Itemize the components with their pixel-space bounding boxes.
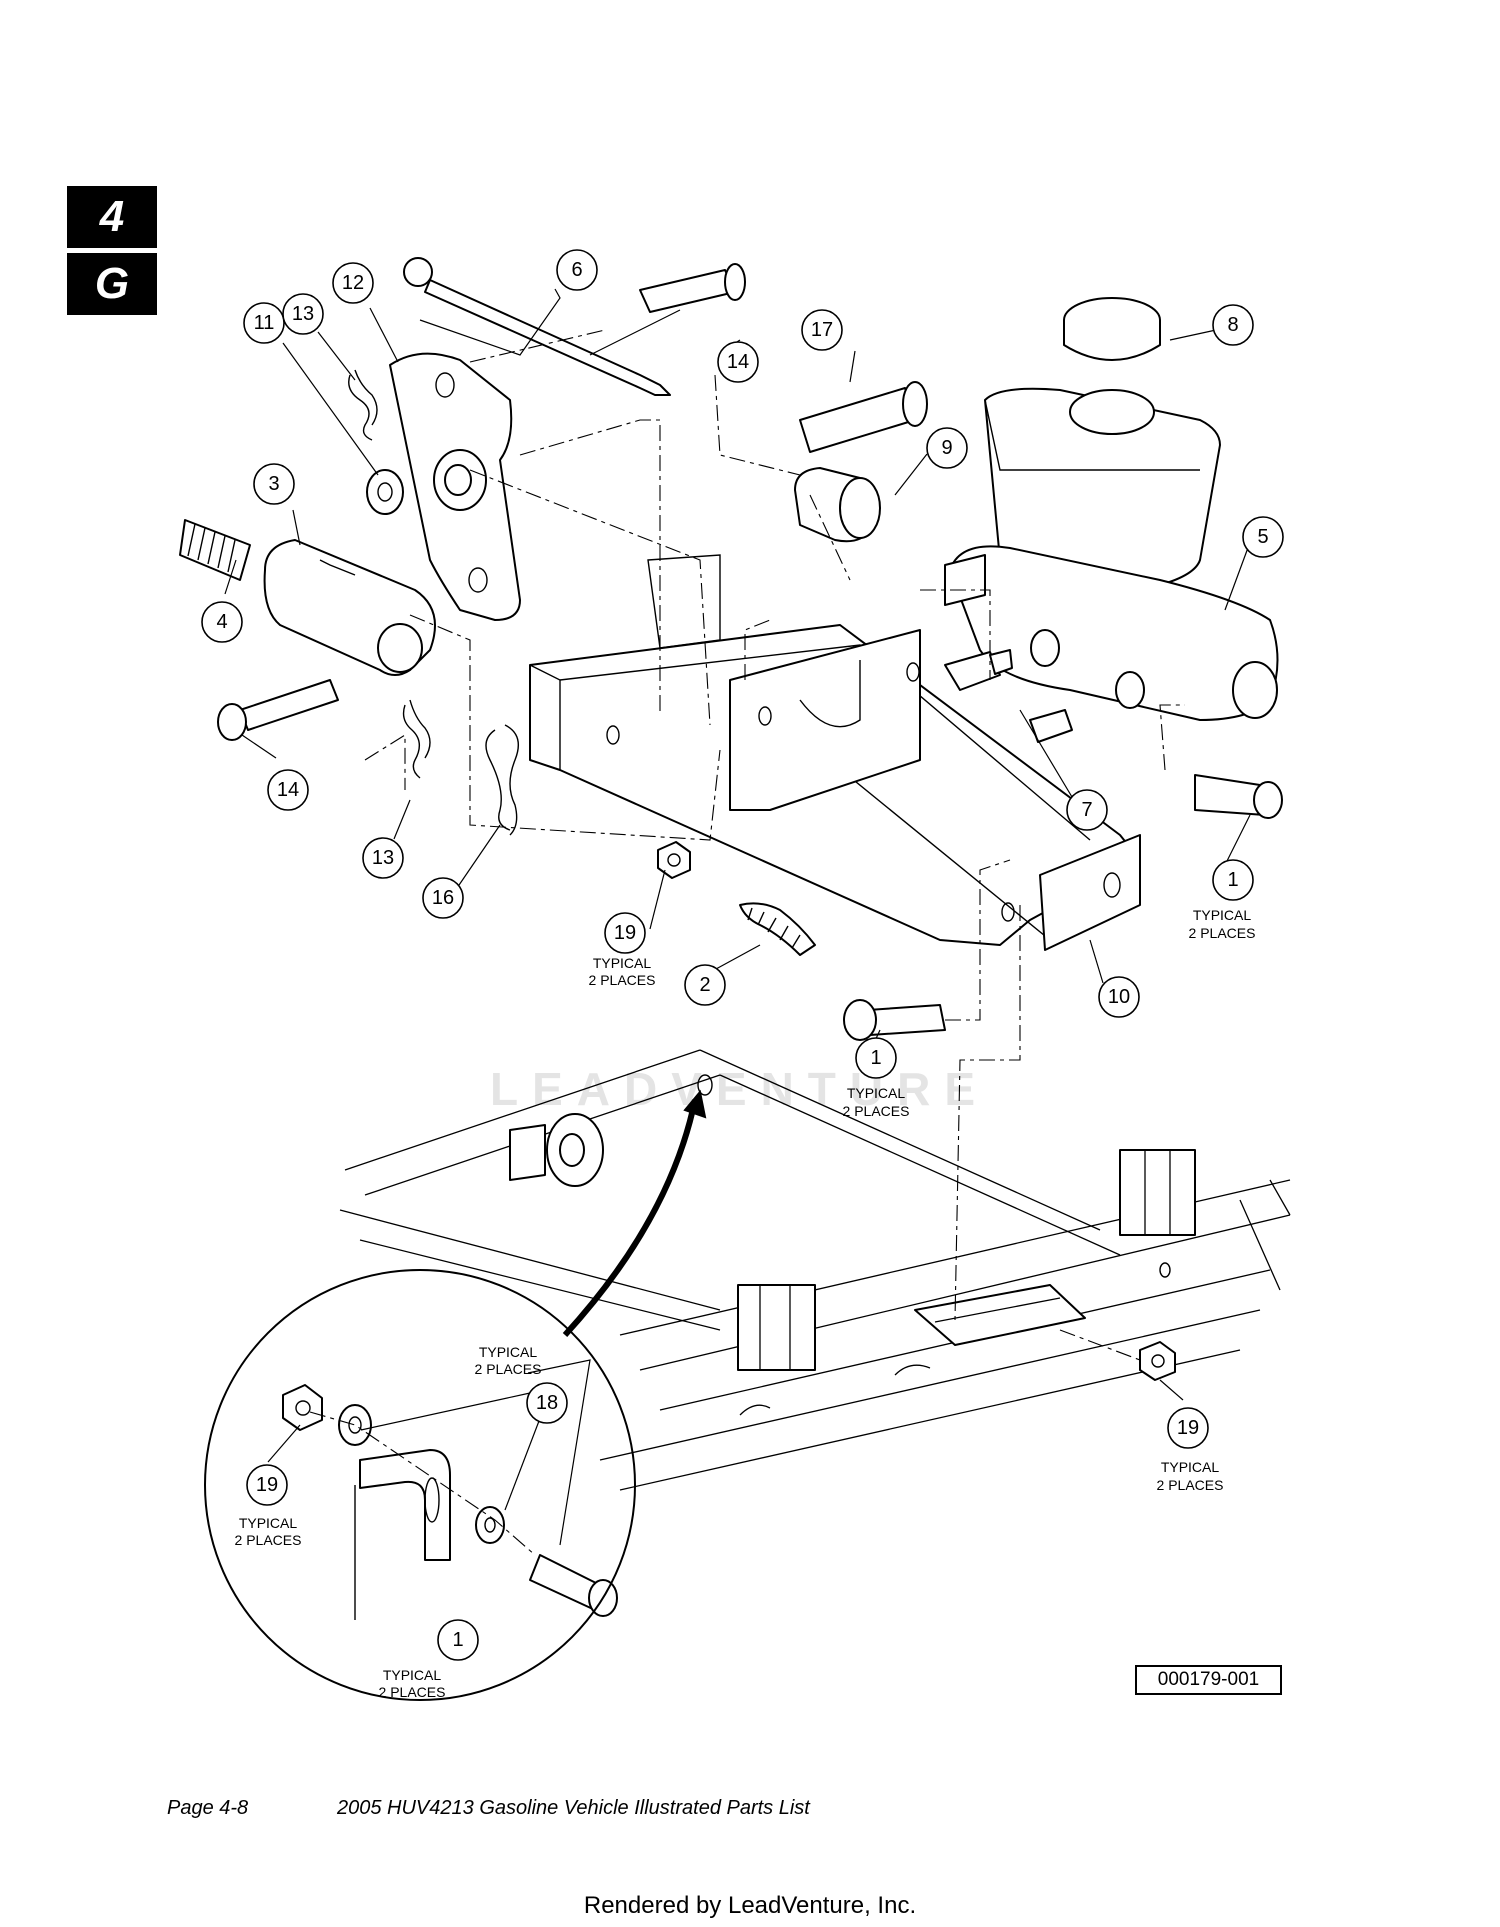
clevis — [179, 519, 436, 676]
callout-7: 7 — [1066, 789, 1108, 831]
callout-4: 4 — [201, 601, 243, 643]
svg-text:12: 12 — [342, 272, 364, 294]
svg-text:4: 4 — [216, 611, 227, 633]
svg-text:2: 2 — [699, 974, 710, 996]
callout-17: 17 — [801, 309, 843, 351]
svg-text:2 PLACES: 2 PLACES — [843, 1103, 910, 1119]
svg-text:1: 1 — [452, 1629, 463, 1651]
bolts — [529, 774, 1283, 1617]
callout-12: 12 — [332, 262, 374, 304]
svg-text:14: 14 — [277, 779, 299, 801]
svg-text:2 PLACES: 2 PLACES — [379, 1684, 446, 1700]
callout-2: 2 — [684, 964, 726, 1006]
svg-text:8: 8 — [1227, 314, 1238, 336]
callout-8: 8 — [1212, 304, 1254, 346]
svg-text:TYPICAL: TYPICAL — [479, 1344, 538, 1360]
svg-text:5: 5 — [1257, 526, 1268, 548]
callout-13-bottom: 13 — [362, 837, 404, 879]
svg-text:19: 19 — [614, 922, 636, 944]
svg-text:2 PLACES: 2 PLACES — [1189, 925, 1256, 941]
svg-text:19: 19 — [1177, 1417, 1199, 1439]
pedal-lever — [389, 352, 521, 621]
svg-text:13: 13 — [292, 303, 314, 325]
brake-switch — [944, 649, 1073, 743]
svg-text:6: 6 — [571, 259, 582, 281]
callout-3: 3 — [253, 463, 295, 505]
svg-text:16: 16 — [432, 887, 454, 909]
callout-1-detail: 1 TYPICAL 2 PLACES — [379, 1619, 479, 1700]
svg-text:19: 19 — [256, 1474, 278, 1496]
callout-14-top: 14 — [717, 341, 759, 383]
svg-text:TYPICAL: TYPICAL — [1193, 907, 1252, 923]
callout-18: 18 TYPICAL 2 PLACES — [475, 1344, 568, 1424]
rendered-by-credit: Rendered by LeadVenture, Inc. — [583, 1892, 917, 1919]
svg-text:17: 17 — [811, 319, 833, 341]
svg-text:TYPICAL: TYPICAL — [383, 1667, 442, 1683]
callout-1-center: 1 TYPICAL 2 PLACES — [843, 1037, 910, 1119]
svg-text:1: 1 — [870, 1047, 881, 1069]
svg-text:10: 10 — [1108, 986, 1130, 1008]
svg-text:7: 7 — [1081, 799, 1092, 821]
svg-text:3: 3 — [268, 473, 279, 495]
svg-text:13: 13 — [372, 847, 394, 869]
svg-text:2 PLACES: 2 PLACES — [1157, 1477, 1224, 1493]
svg-text:2 PLACES: 2 PLACES — [235, 1532, 302, 1548]
callout-5: 5 — [1242, 516, 1284, 558]
footer-title: 2005 HUV4213 Gasoline Vehicle Illustrate… — [337, 1797, 810, 1819]
master-cylinder — [944, 297, 1279, 721]
svg-text:TYPICAL: TYPICAL — [239, 1515, 298, 1531]
nuts-and-washers — [282, 469, 1176, 1544]
callout-9: 9 — [926, 427, 968, 469]
clevis-pins — [217, 263, 928, 741]
svg-text:18: 18 — [536, 1392, 558, 1414]
leader-lines — [224, 288, 1251, 1546]
svg-text:2 PLACES: 2 PLACES — [589, 972, 656, 988]
svg-text:1: 1 — [1227, 869, 1238, 891]
callout-19-right: 19 TYPICAL 2 PLACES — [1157, 1407, 1224, 1493]
push-rod — [403, 257, 671, 396]
callout-10: 10 — [1098, 976, 1140, 1018]
callout-16: 16 — [422, 877, 464, 919]
detail-view — [204, 1089, 707, 1701]
callout-11: 11 — [243, 302, 285, 344]
section-number-tab: 4 — [67, 186, 157, 248]
svg-text:TYPICAL: TYPICAL — [847, 1085, 906, 1101]
svg-text:14: 14 — [727, 351, 749, 373]
callout-6: 6 — [556, 249, 598, 291]
figure-id-box: 000179-001 — [1135, 1665, 1282, 1695]
svg-text:11: 11 — [254, 312, 275, 334]
svg-text:2 PLACES: 2 PLACES — [475, 1361, 542, 1377]
callout-14-bottom: 14 — [267, 769, 309, 811]
vehicle-frame — [339, 1049, 1291, 1491]
clips-and-spring — [348, 369, 816, 956]
svg-text:TYPICAL: TYPICAL — [593, 955, 652, 971]
callout-13-top: 13 — [282, 293, 324, 335]
watermark: LEADVENTURE — [490, 1063, 990, 1115]
callout-19-left: 19 TYPICAL 2 PLACES — [589, 912, 656, 988]
callout-19-detail: 19 TYPICAL 2 PLACES — [235, 1464, 302, 1548]
svg-text:TYPICAL: TYPICAL — [1161, 1459, 1220, 1475]
callout-1-right: 1 TYPICAL 2 PLACES — [1189, 859, 1256, 941]
alignment-lines — [309, 329, 1185, 1556]
rubber-boot — [794, 467, 881, 543]
brake-pedal-bracket — [529, 554, 1141, 951]
footer-page-number: Page 4-8 — [167, 1797, 249, 1819]
section-letter-tab: G — [67, 253, 157, 315]
svg-text:9: 9 — [941, 437, 952, 459]
